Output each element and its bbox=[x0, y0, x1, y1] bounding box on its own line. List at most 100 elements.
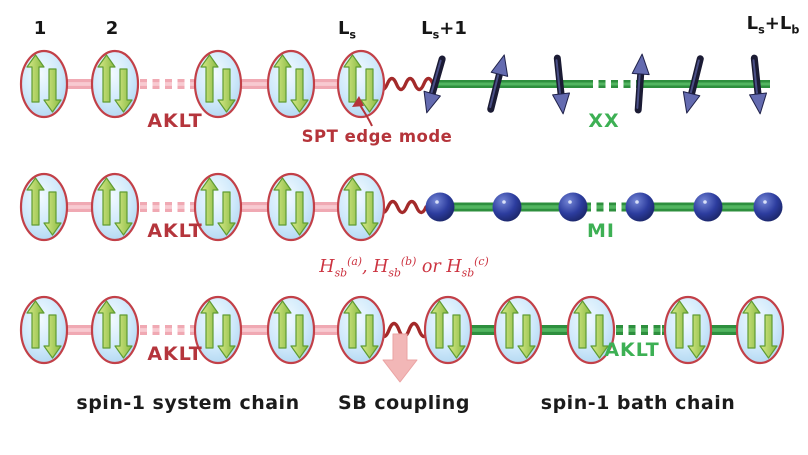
site-index-ls: Ls bbox=[337, 18, 357, 42]
arrow-head bbox=[631, 53, 650, 76]
spin-up-arrow bbox=[742, 300, 761, 349]
arrow-rod-sheen bbox=[636, 72, 641, 109]
spin-arrow-up bbox=[631, 53, 650, 114]
spin-down-arrow bbox=[43, 314, 62, 359]
sphere-body bbox=[425, 192, 455, 222]
spin-down-arrow bbox=[217, 314, 236, 359]
aklt-bath-label: AKLT bbox=[604, 339, 660, 361]
sphere-highlight bbox=[502, 200, 506, 204]
site-ellipse bbox=[19, 49, 69, 119]
spin-up-arrow bbox=[200, 300, 219, 349]
sphere-body bbox=[492, 192, 522, 222]
spin1-site bbox=[266, 172, 316, 242]
site-index-ls-plus-1: Ls+1 bbox=[421, 18, 467, 42]
spin-up-arrow bbox=[430, 300, 449, 349]
spin-down-arrow bbox=[590, 314, 609, 359]
spin-down-arrow bbox=[360, 314, 379, 359]
site-ellipse bbox=[90, 172, 140, 242]
site-ellipse bbox=[266, 172, 316, 242]
sphere-highlight bbox=[568, 200, 572, 204]
chain-row-aklt-to-aklt bbox=[19, 295, 785, 365]
site-ellipse bbox=[663, 295, 713, 365]
spin-arrow-down bbox=[423, 55, 446, 114]
chain-row-aklt-to-mi bbox=[19, 172, 783, 242]
spin1-site bbox=[90, 49, 140, 119]
caption-system-chain: spin-1 system chain bbox=[76, 392, 300, 414]
site-ellipse bbox=[336, 172, 386, 242]
boson-sphere bbox=[625, 192, 655, 222]
sphere-highlight bbox=[763, 200, 767, 204]
spin1-site bbox=[193, 172, 243, 242]
site-ellipse bbox=[266, 49, 316, 119]
spin-up-arrow bbox=[343, 300, 362, 349]
caption-sb-coupling: SB coupling bbox=[338, 392, 470, 414]
spin1-site bbox=[735, 295, 785, 365]
spin1-site bbox=[90, 295, 140, 365]
spin-down-arrow bbox=[360, 191, 379, 236]
site-ellipse bbox=[336, 295, 386, 365]
spin1-site bbox=[90, 172, 140, 242]
sphere-highlight bbox=[435, 200, 439, 204]
spin1-site bbox=[336, 295, 386, 365]
spin-up-arrow bbox=[573, 300, 592, 349]
sphere-highlight bbox=[635, 200, 639, 204]
spin1-site bbox=[493, 295, 543, 365]
spin-up-arrow bbox=[273, 177, 292, 226]
spin-down-arrow bbox=[114, 68, 133, 113]
site-ellipse bbox=[493, 295, 543, 365]
sb-coupling-arrow bbox=[382, 333, 418, 383]
spin-arrow-down bbox=[552, 54, 570, 115]
spin1-site bbox=[336, 172, 386, 242]
sphere-body bbox=[625, 192, 655, 222]
arrow-head bbox=[552, 92, 570, 115]
chain-row-aklt-to-xx bbox=[19, 49, 770, 119]
hamiltonian-label: Hsb(a), Hsb(b) or Hsb(c) bbox=[319, 255, 489, 280]
spin-down-arrow bbox=[43, 191, 62, 236]
spin1-site bbox=[266, 49, 316, 119]
site-index-1: 1 bbox=[33, 18, 47, 39]
spin-up-arrow bbox=[343, 54, 362, 103]
boson-sphere bbox=[753, 192, 783, 222]
spin-up-arrow bbox=[500, 300, 519, 349]
mi-label: MI bbox=[587, 220, 615, 242]
arrow-head bbox=[749, 92, 767, 115]
spin-arrow-down bbox=[682, 55, 704, 114]
spin-up-arrow bbox=[26, 300, 45, 349]
spin-down-arrow bbox=[43, 68, 62, 113]
arrow-rod bbox=[487, 68, 504, 113]
spin-arrow-up bbox=[487, 54, 509, 113]
aklt-label-row3: AKLT bbox=[147, 343, 203, 365]
spin1-site bbox=[19, 49, 69, 119]
arrow-head bbox=[490, 54, 509, 77]
spin-down-arrow bbox=[290, 68, 309, 113]
site-ellipse bbox=[193, 49, 243, 119]
boson-sphere bbox=[425, 192, 455, 222]
spin-down-arrow bbox=[290, 314, 309, 359]
spin1-site bbox=[663, 295, 713, 365]
sphere-highlight bbox=[703, 200, 707, 204]
arrow-rod-sheen bbox=[489, 73, 500, 109]
boson-sphere bbox=[558, 192, 588, 222]
spin-up-arrow bbox=[670, 300, 689, 349]
spin-down-arrow bbox=[217, 68, 236, 113]
spin-down-arrow bbox=[759, 314, 778, 359]
site-ellipse bbox=[423, 295, 473, 365]
arrow-rod-sheen bbox=[430, 59, 442, 95]
spin-down-arrow bbox=[517, 314, 536, 359]
spin-down-arrow bbox=[114, 191, 133, 236]
spin-arrow-down bbox=[749, 54, 767, 115]
spin-up-arrow bbox=[273, 300, 292, 349]
spin1-site bbox=[266, 295, 316, 365]
site-ellipse bbox=[266, 295, 316, 365]
spin-up-arrow bbox=[26, 54, 45, 103]
boson-sphere bbox=[492, 192, 522, 222]
site-ellipse bbox=[735, 295, 785, 365]
site-ellipse bbox=[90, 295, 140, 365]
spin-up-arrow bbox=[97, 300, 116, 349]
site-index-2: 2 bbox=[105, 18, 119, 39]
spin-up-arrow bbox=[97, 54, 116, 103]
spin-up-arrow bbox=[26, 177, 45, 226]
site-ellipse bbox=[19, 172, 69, 242]
spin-down-arrow bbox=[447, 314, 466, 359]
spin-down-arrow bbox=[687, 314, 706, 359]
